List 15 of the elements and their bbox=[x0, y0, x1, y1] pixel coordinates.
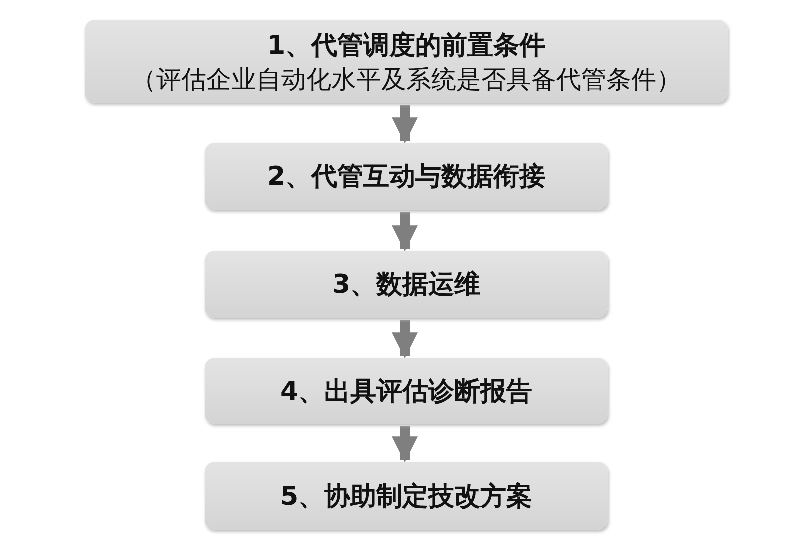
process-box bbox=[85, 20, 728, 103]
arrow bbox=[392, 212, 418, 252]
step-title: 5、协助制定技改方案 bbox=[280, 480, 533, 514]
step-title: 3、数据运维 bbox=[332, 269, 481, 302]
process-box bbox=[205, 251, 608, 318]
arrow bbox=[392, 426, 418, 463]
process-box bbox=[205, 462, 608, 530]
arrow bbox=[392, 105, 418, 144]
step-title: 4、出具评估诊断报告 bbox=[280, 376, 533, 408]
step-title: 1、代管调度的前置条件 bbox=[267, 30, 546, 62]
step-note: （评估企业自动化水平及系统是否具备代管条件） bbox=[132, 64, 682, 96]
arrow bbox=[392, 320, 418, 359]
process-box bbox=[205, 358, 608, 424]
step-title: 2、代管互动与数据衔接 bbox=[267, 161, 546, 194]
process-box bbox=[205, 143, 608, 210]
